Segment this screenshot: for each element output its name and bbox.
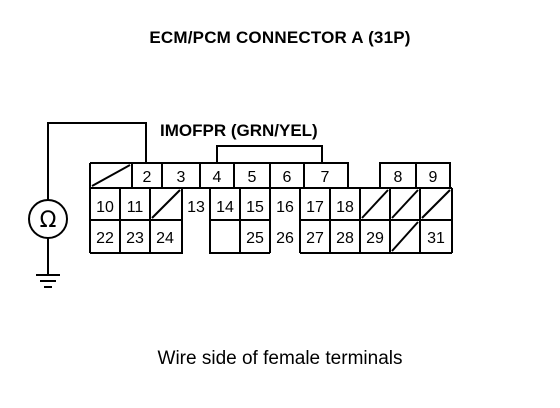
terminal-label: 3 <box>177 169 186 186</box>
terminal-label: 14 <box>216 199 234 216</box>
ground-icon <box>36 274 60 288</box>
terminal-label: 17 <box>306 199 324 216</box>
terminal-label: 29 <box>366 230 384 247</box>
terminal-label: 10 <box>96 199 114 216</box>
terminal-label: 26 <box>276 230 294 247</box>
terminal-label: 9 <box>429 169 438 186</box>
terminal-label: 8 <box>394 169 403 186</box>
connector-outline-top-left <box>90 162 349 188</box>
wire-label: IMOFPR (GRN/YEL) <box>160 121 318 140</box>
terminal-label: 11 <box>127 199 144 216</box>
terminal-label: 7 <box>321 169 330 186</box>
terminal-label: 31 <box>427 230 445 247</box>
terminal-label: 25 <box>246 230 264 247</box>
meter-lead-top <box>47 122 147 200</box>
terminal-label: 22 <box>96 230 114 247</box>
terminal-label: 28 <box>336 230 354 247</box>
diagram-caption: Wire side of female terminals <box>157 348 403 369</box>
terminal-label: 24 <box>156 230 174 247</box>
ohmmeter-icon <box>28 199 68 239</box>
diagram-title: ECM/PCM CONNECTOR A (31P) <box>149 28 411 47</box>
terminal-label: 13 <box>187 199 205 216</box>
terminal-label: 15 <box>246 199 264 216</box>
jumper-wire-4-7 <box>216 145 323 163</box>
terminal-label: 5 <box>248 169 257 186</box>
terminal-label: 18 <box>336 199 354 216</box>
terminal-label: 2 <box>143 169 152 186</box>
terminal-label: 23 <box>126 230 144 247</box>
terminal-label: 27 <box>306 230 324 247</box>
terminal-label: 4 <box>213 169 222 186</box>
terminal-label: 16 <box>276 199 294 216</box>
terminal-label: 6 <box>283 169 292 186</box>
ohm-symbol: Ω <box>40 208 57 233</box>
